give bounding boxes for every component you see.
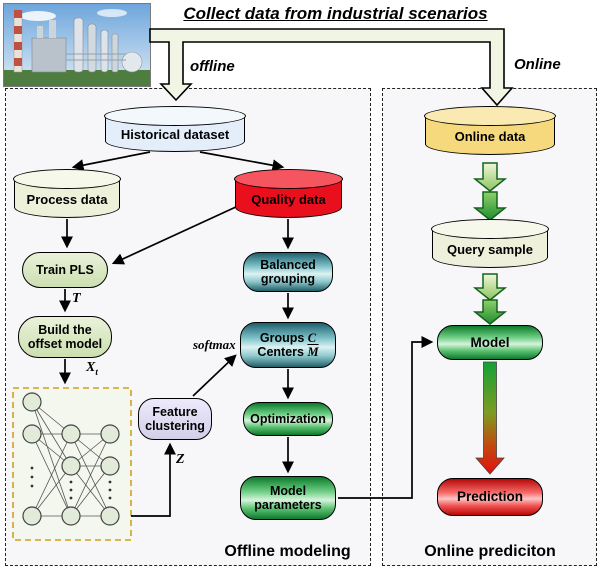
balanced-grouping-line2: grouping <box>260 272 316 286</box>
offset-model-line2: offset model <box>27 337 103 351</box>
query-sample-label: Query sample <box>447 241 533 257</box>
online-data-cylinder: Online data <box>424 106 556 155</box>
groups-centers-box: Groups C Centers M <box>240 322 336 368</box>
balanced-grouping-line1: Balanced <box>260 258 316 272</box>
online-data-label: Online data <box>454 128 526 144</box>
train-pls-label: Train PLS <box>36 263 94 277</box>
plant-photo-illustration <box>4 4 150 86</box>
offset-model-line1: Build the <box>38 323 92 337</box>
query-sample-cylinder: Query sample <box>431 219 549 268</box>
prediction-box: Prediction <box>437 478 543 516</box>
figure-title: Collect data from industrial scenarios <box>183 4 488 23</box>
model-parameters-line1: Model <box>269 484 307 498</box>
feature-clustering-line1: Feature <box>152 405 198 419</box>
online-branch-label: Online <box>514 56 561 73</box>
offline-panel-caption: Offline modeling <box>224 543 351 560</box>
offline-branch-label: offline <box>190 58 235 75</box>
z-feature-label: Z <box>176 452 185 467</box>
offset-model-box: Build the offset model <box>18 316 112 358</box>
softmax-label: softmax <box>193 337 236 352</box>
optimization-label: Optimization <box>250 412 326 426</box>
train-pls-box: Train PLS <box>22 252 108 288</box>
centers-symbol: M <box>307 345 319 359</box>
balanced-grouping-box: Balanced grouping <box>243 252 333 292</box>
model-parameters-label: Model parameters <box>254 484 321 512</box>
model-parameters-line2: parameters <box>254 498 322 512</box>
plant-photo <box>3 3 151 87</box>
online-panel-caption: Online prediciton <box>424 543 556 560</box>
x-symbol: X <box>86 360 96 375</box>
feature-clustering-line2: clustering <box>145 419 205 433</box>
process-data-cylinder: Process data <box>13 169 121 218</box>
prediction-label: Prediction <box>456 489 523 505</box>
centers-word: Centers <box>257 345 304 359</box>
balanced-grouping-label: Balanced grouping <box>260 258 316 286</box>
historical-dataset-cylinder: Historical dataset <box>104 106 246 152</box>
t-scores-label: T <box>72 291 81 306</box>
quality-data-cylinder: Quality data <box>234 169 343 218</box>
feature-clustering-label: Feature clustering <box>145 405 205 433</box>
model-box: Model <box>437 325 543 360</box>
model-parameters-box: Model parameters <box>240 476 336 520</box>
process-data-label: Process data <box>26 191 108 207</box>
x-t-label: Xt <box>86 360 98 377</box>
feature-clustering-box: Feature clustering <box>138 398 212 440</box>
historical-dataset-label: Historical dataset <box>120 127 230 142</box>
groups-symbol: C <box>307 331 317 345</box>
groups-word: Groups <box>259 331 305 345</box>
quality-data-label: Quality data <box>251 191 326 207</box>
x-subscript: t <box>95 366 98 377</box>
groups-centers-label: Groups C Centers M <box>257 331 318 359</box>
model-label: Model <box>470 334 510 350</box>
offset-model-label: Build the offset model <box>28 323 102 351</box>
optimization-box: Optimization <box>243 402 333 436</box>
